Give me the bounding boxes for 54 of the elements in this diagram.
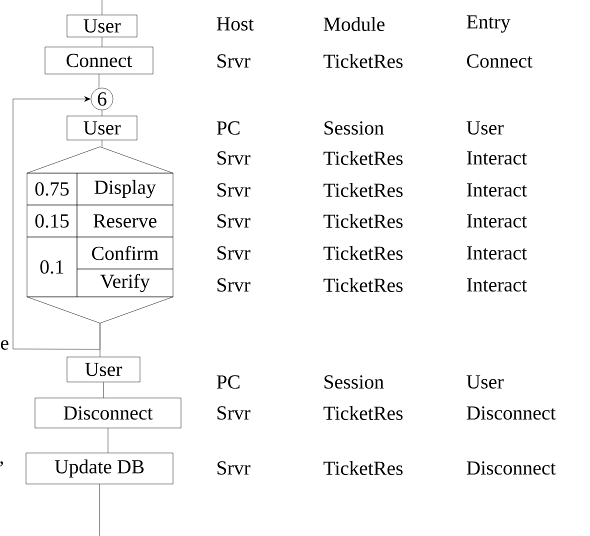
table-text: Srvr — [218, 183, 250, 197]
table-text: TicketRes — [324, 246, 403, 260]
process-box: User — [66, 356, 140, 382]
table-text: Session — [324, 121, 384, 135]
process-box: Connect — [44, 46, 154, 74]
table-text: TicketRes — [324, 150, 403, 165]
table-text: Interact — [466, 246, 527, 260]
table-cell: 0.1 — [26, 236, 78, 298]
table-text: Interact — [466, 278, 527, 292]
table-text: Interact — [466, 214, 527, 228]
table-text: Module — [324, 16, 384, 31]
fragment-text: ’ — [0, 461, 3, 466]
table-text: Srvr — [218, 214, 250, 228]
table-cell: Reserve — [76, 204, 174, 238]
table-text: PC — [216, 375, 240, 389]
table-text: Interact — [466, 151, 527, 165]
table-text: Srvr — [218, 54, 250, 68]
table-text: Disconnect — [466, 406, 556, 420]
table-text: Srvr — [218, 278, 250, 292]
table-text: TicketRes — [324, 406, 403, 420]
connector-line — [99, 484, 100, 536]
table-cell: Verify — [76, 268, 174, 298]
table-text: TicketRes — [324, 182, 403, 197]
connector-line — [98, 74, 100, 88]
process-box: User — [66, 116, 138, 140]
table-text: Connect — [467, 54, 532, 68]
table-cell: Confirm — [76, 236, 174, 270]
table-text: TicketRes — [324, 54, 403, 68]
table-cell: 0.15 — [26, 204, 78, 238]
table-text: Srvr — [218, 246, 250, 260]
branch-triangle — [26, 146, 174, 174]
fragment-text: e — [1, 340, 8, 350]
connector-line — [103, 382, 104, 398]
table-text: TicketRes — [324, 214, 403, 228]
table-text: Srvr — [218, 461, 250, 475]
table-text: Host — [216, 17, 254, 31]
table-text: User — [466, 121, 504, 135]
table-text: Interact — [466, 183, 527, 197]
table-text: TicketRes — [324, 460, 403, 475]
table-text: Srvr — [218, 151, 250, 165]
table-cell: 0.75 — [26, 172, 78, 206]
table-text: User — [466, 375, 504, 389]
process-box: User — [66, 14, 138, 38]
table-text: Session — [324, 375, 384, 389]
merge-triangle — [26, 296, 174, 324]
table-text: Entry — [466, 15, 510, 33]
process-box: Disconnect — [34, 398, 182, 428]
table-text: Disconnect — [466, 461, 556, 475]
table-text: TicketRes — [324, 278, 403, 292]
table-text: Srvr — [218, 406, 250, 420]
table-cell: Display — [76, 172, 174, 206]
table-text: PC — [216, 121, 240, 135]
process-box: Update DB — [26, 452, 174, 484]
loop-arrow — [12, 96, 100, 350]
